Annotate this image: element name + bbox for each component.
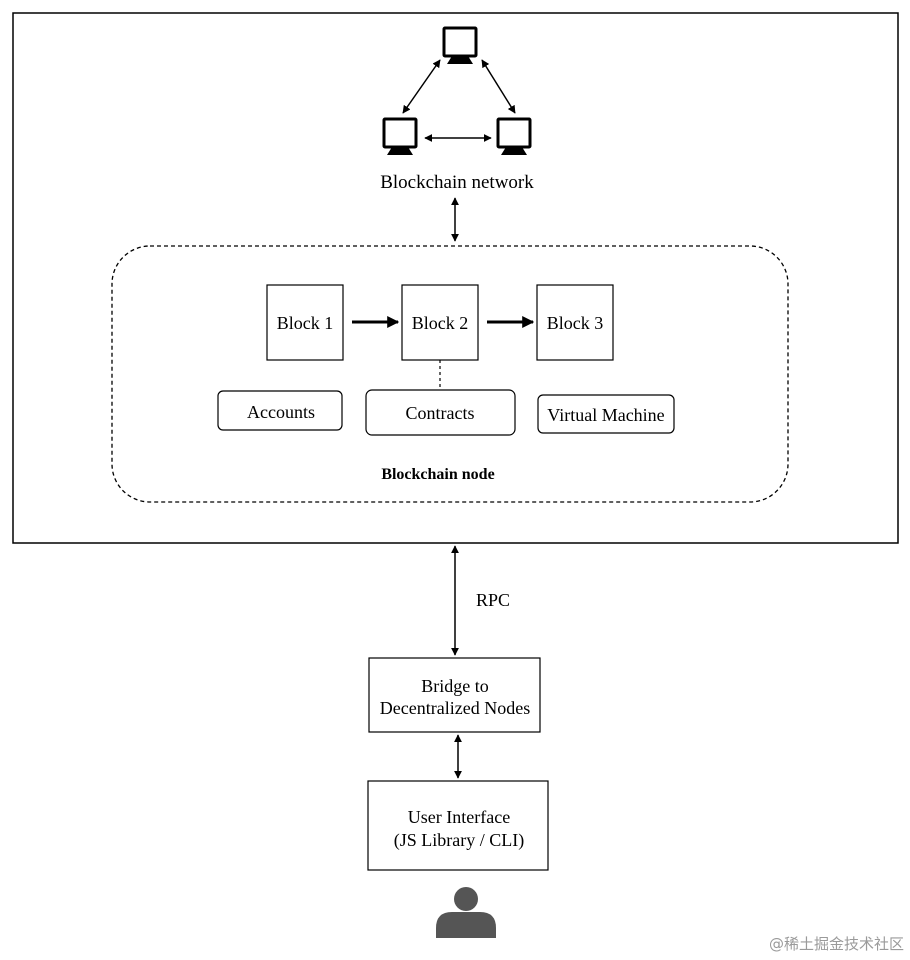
computer-icon — [382, 117, 418, 157]
user-interface-line1: User Interface — [408, 807, 510, 827]
watermark: @稀土掘金技术社区 — [768, 935, 904, 953]
contracts-box — [365, 389, 516, 436]
user-interface-line2: (JS Library / CLI) — [394, 830, 524, 851]
node-label: Blockchain node — [381, 466, 494, 483]
bridge-label-line1: Bridge to — [421, 676, 489, 696]
computer-icon — [496, 117, 532, 157]
block-label: Block 2 — [412, 313, 469, 333]
bridge-box — [368, 657, 541, 733]
rpc-label: RPC — [476, 590, 510, 610]
network-link — [402, 59, 441, 114]
accounts-label: Accounts — [247, 402, 315, 422]
accounts-box — [217, 390, 343, 431]
block-box — [401, 284, 479, 361]
block-label: Block 3 — [547, 313, 604, 333]
block-label: Block 1 — [277, 313, 334, 333]
contracts-label: Contracts — [406, 403, 475, 423]
computer-icon — [442, 26, 478, 66]
bridge-label-line2: Decentralized Nodes — [380, 698, 530, 718]
block-box — [536, 284, 614, 361]
user-interface-box — [367, 780, 549, 871]
virtual-machine-label: Virtual Machine — [547, 405, 664, 425]
network-label: Blockchain network — [380, 172, 534, 193]
network-link — [481, 59, 516, 114]
blockchain-node-boundary — [111, 245, 789, 503]
block-box — [266, 284, 344, 361]
system-boundary — [12, 12, 899, 544]
user-icon — [436, 887, 496, 938]
virtual-machine-box — [537, 394, 675, 434]
